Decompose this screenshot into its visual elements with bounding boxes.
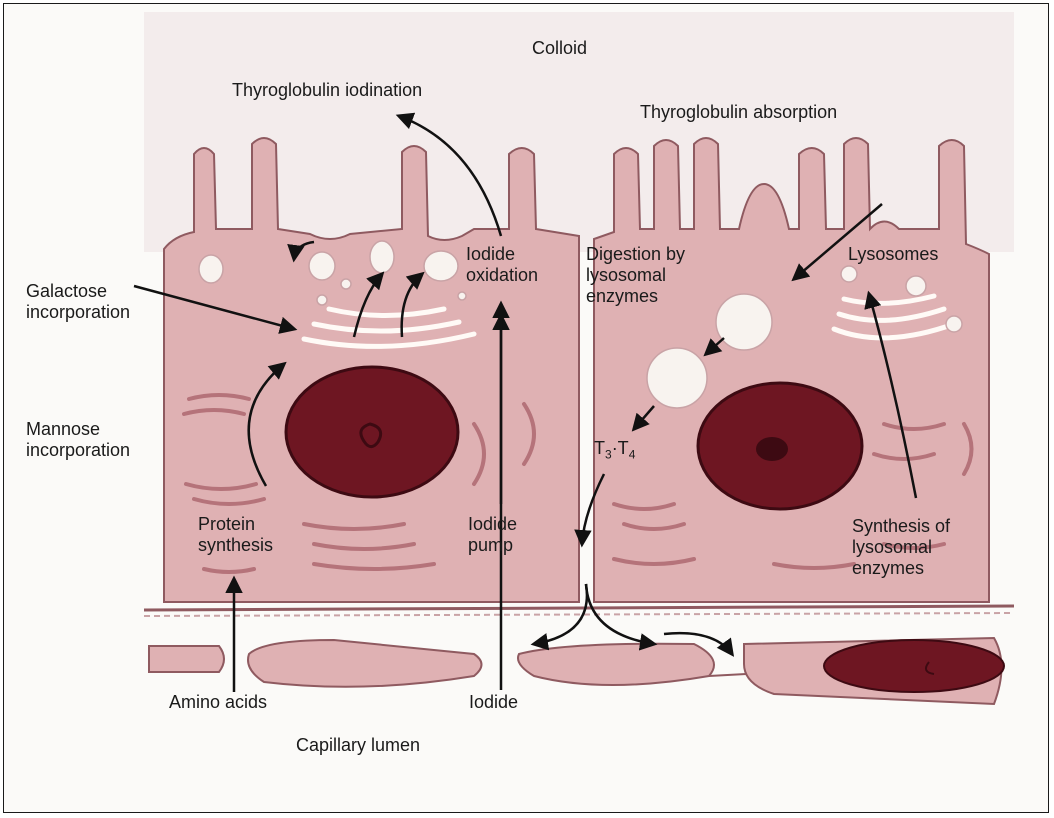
- label-digestion: Digestion by lysosomal enzymes: [586, 244, 685, 307]
- label-capillary-lumen: Capillary lumen: [296, 735, 420, 756]
- label-iodide: Iodide: [469, 692, 518, 713]
- label-synthesis-lysosomal-enzymes: Synthesis of lysosomal enzymes: [852, 516, 950, 579]
- label-iodide-pump: Iodide pump: [468, 514, 517, 556]
- label-thyroglobulin-iodination: Thyroglobulin iodination: [232, 80, 422, 101]
- basement-membrane-inner: [144, 613, 1014, 616]
- label-lysosomes: Lysosomes: [848, 244, 938, 265]
- label-colloid: Colloid: [532, 38, 587, 59]
- diagram-frame: Colloid Thyroglobulin iodination Thyrogl…: [3, 3, 1049, 813]
- label-protein-synthesis: Protein synthesis: [198, 514, 273, 556]
- left-nucleus: [286, 367, 458, 497]
- basement-membrane: [144, 606, 1014, 610]
- label-thyroglobulin-absorption: Thyroglobulin absorption: [640, 102, 837, 123]
- thyroid-follicle-diagram: [4, 4, 1049, 813]
- label-amino-acids: Amino acids: [169, 692, 267, 713]
- label-iodide-oxidation: Iodide oxidation: [466, 244, 538, 286]
- capillary-endothelium: [149, 638, 1004, 704]
- right-nucleus: [698, 383, 862, 509]
- label-galactose-incorporation: Galactose incorporation: [26, 281, 130, 323]
- label-mannose-incorporation: Mannose incorporation: [26, 419, 130, 461]
- label-t3-t4: T3·T4: [594, 438, 635, 466]
